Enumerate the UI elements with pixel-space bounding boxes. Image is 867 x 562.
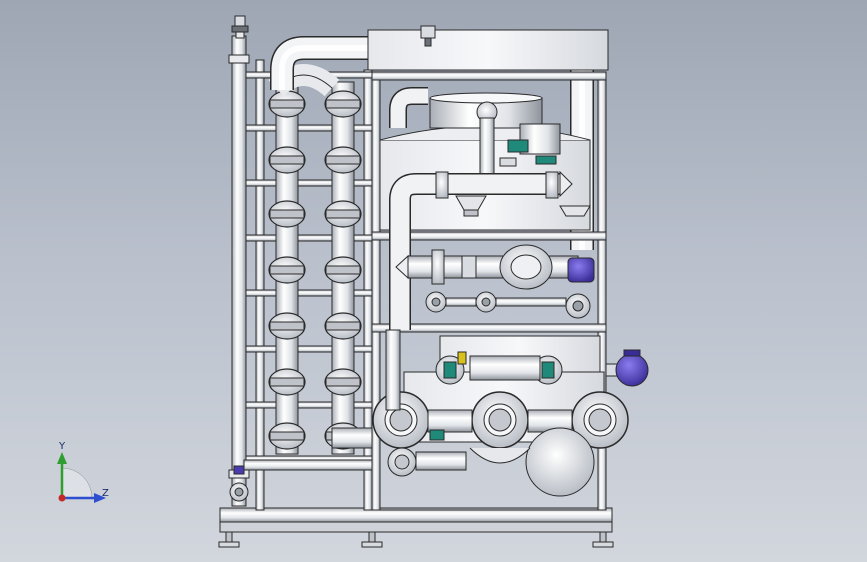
external-actuator-right[interactable] — [605, 349, 649, 387]
exchanger-frame — [243, 59, 373, 511]
top-vent-fitting[interactable] — [420, 25, 436, 47]
strainer-right[interactable] — [559, 205, 591, 217]
manifold-flange-2 — [545, 171, 559, 199]
leveling-foot-center — [361, 531, 383, 548]
purple-actuator-middle[interactable] — [567, 257, 595, 283]
exchanger-flange-clamps — [269, 99, 361, 441]
drain-flange-lower[interactable] — [387, 447, 467, 477]
control-valve-actuator[interactable] — [499, 123, 561, 167]
pump-housing-middle[interactable] — [499, 244, 553, 290]
main-cabinet — [367, 25, 609, 511]
small-valve-1[interactable] — [425, 291, 447, 313]
small-valve-3[interactable] — [565, 293, 591, 319]
leveling-foot-right — [592, 531, 614, 548]
tank-inlet-elbow — [389, 87, 428, 128]
triad-origin — [58, 494, 66, 502]
y-axis-label: Y — [58, 441, 66, 452]
left-riser-pipe — [228, 15, 250, 507]
bottom-collection-vessel — [469, 427, 595, 497]
butterfly-valve-upper[interactable] — [455, 195, 487, 217]
large-flange-center[interactable] — [471, 391, 529, 449]
large-flange-left[interactable] — [372, 391, 430, 449]
orientation-triad: Y Z — [57, 441, 109, 503]
upper-manifold — [389, 123, 591, 330]
small-valve-2[interactable] — [475, 291, 497, 313]
top-vent-valve[interactable] — [231, 15, 249, 39]
leveling-foot-left — [218, 531, 240, 548]
z-axis-arrow — [94, 493, 106, 503]
bottom-drain-valve[interactable] — [229, 465, 249, 502]
z-axis-label: Z — [102, 488, 109, 499]
manifold-flange-1 — [435, 171, 449, 199]
y-axis-arrow — [57, 452, 67, 464]
process-tank — [379, 87, 591, 231]
sight-glass-1[interactable] — [435, 355, 465, 385]
middle-manifold — [395, 244, 595, 319]
base-skid — [218, 507, 614, 548]
